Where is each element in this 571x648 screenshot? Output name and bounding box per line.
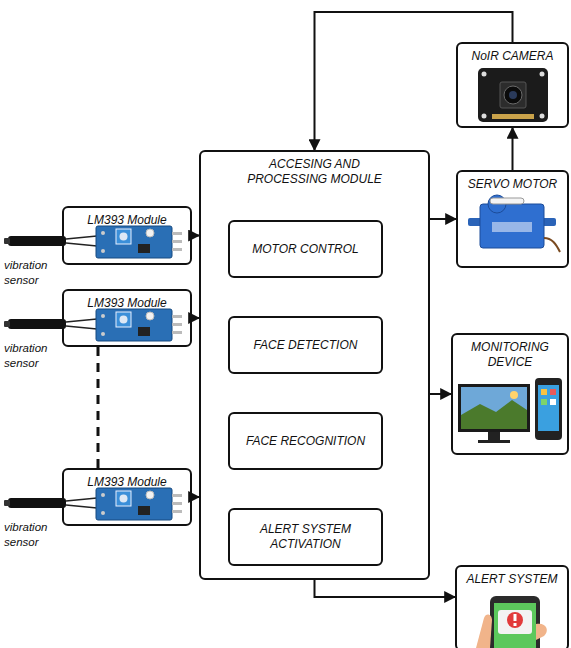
sensor-module-box: LM393 Module [62,206,192,265]
processing-module: ACCESING AND PROCESSING MODULE MOTOR CONT… [199,150,430,580]
box-label: LM393 Module [65,210,189,231]
continuation-dash [97,347,100,468]
device-box: MONITORING DEVICE [451,333,569,455]
box-label: SERVO MOTOR [459,174,566,195]
illustration-part [500,82,526,108]
illustration-part [492,222,532,232]
vibration-sensor-module [4,226,182,258]
arrow-connector [512,128,514,170]
box-label: ALERT SYSTEM ACTIVATION [231,519,380,555]
illustration-part [541,399,547,405]
process-box: MOTOR CONTROL [228,220,383,278]
illustration-part [541,389,547,395]
box-label: FACE DETECTION [231,335,380,356]
arrow-connector [430,393,451,395]
vibration-sensor-module [4,309,182,341]
illustration-part [461,400,527,429]
illustration-part [510,391,518,399]
illustration-part [550,389,556,395]
illustration-part [494,603,536,648]
illustration-part [478,440,510,443]
device-box: ALERT SYSTEM [455,565,569,648]
camera-board [478,68,548,122]
arrow-connector [430,218,456,220]
illustration-part [461,387,527,429]
illustration-part [550,399,556,405]
box-label: MONITORING DEVICE [454,337,566,373]
box-label: NoIR CAMERA [459,46,566,67]
illustration-part [544,238,560,252]
illustration-part [536,624,547,640]
process-box: FACE DETECTION [228,316,383,374]
illustration-part [509,91,517,99]
sensor-module-box: LM393 Module [62,468,192,526]
arrow-connector [192,317,199,319]
monitor-and-phone [458,378,562,443]
illustration-part [488,432,500,440]
illustration-part [540,114,545,119]
illustration-part [482,114,487,119]
arrow-connector [192,235,199,237]
illustration-part [498,610,532,634]
illustration-part [535,378,562,440]
box-label: ACCESING AND PROCESSING MODULE [230,154,400,190]
sensor-module-box: LM393 Module [62,289,192,347]
illustration-part [514,614,517,621]
illustration-part [458,384,530,432]
illustration-part [538,385,559,431]
process-box: ALERT SYSTEM ACTIVATION [228,508,383,566]
illustration-part [4,226,182,258]
device-box: NoIR CAMERA [456,42,569,128]
alert-phone-picture [476,596,547,648]
device-box: SERVO MOTOR [456,170,569,268]
box-label: LM393 Module [65,293,189,314]
box-label: ALERT SYSTEM [458,569,566,590]
box-label: MOTOR CONTROL [231,239,380,260]
sensor-label: vibration sensor [4,258,64,288]
illustration-part [4,309,182,341]
box-label: LM393 Module [65,472,189,493]
illustration-part [478,68,548,122]
box-label: FACE RECOGNITION [231,431,380,452]
sensor-label: vibration sensor [4,341,64,371]
illustration-part [482,72,487,77]
vibration-sensor-module [4,488,182,520]
illustration-part [480,204,544,248]
sensor-label: vibration sensor [4,520,64,550]
illustration-part [504,86,522,104]
illustration-part [514,623,517,626]
servo-motor-picture [468,195,560,252]
illustration-part [492,114,534,119]
illustration-part [490,198,524,204]
arrow-connector [192,496,199,498]
illustration-part [540,72,545,77]
arrow-connector [315,580,456,597]
illustration-part [507,612,523,628]
illustration-part [476,614,492,648]
illustration-part [4,488,182,520]
illustration-part [490,596,540,648]
process-box: FACE RECOGNITION [228,412,383,470]
